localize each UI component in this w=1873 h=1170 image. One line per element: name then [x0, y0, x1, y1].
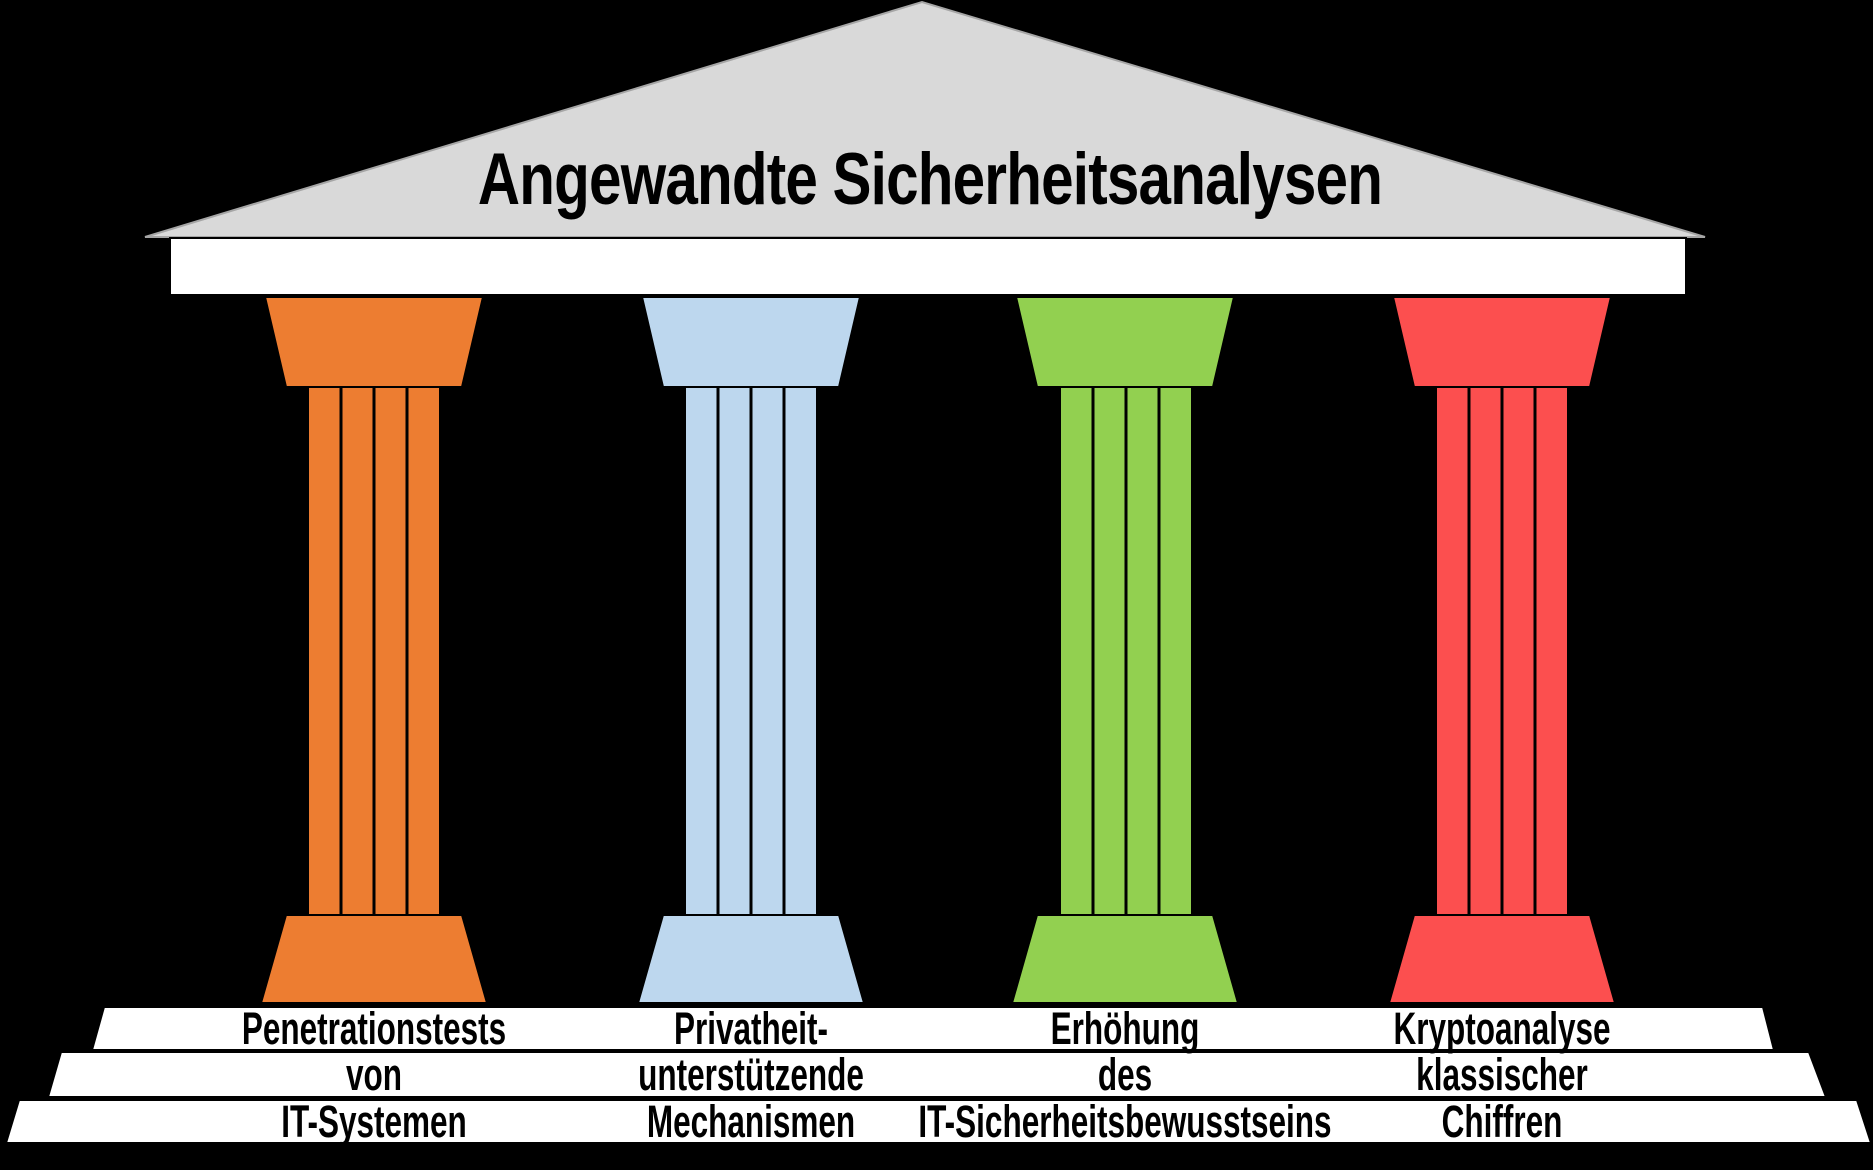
pillar-4-label-line-3: Chiffren	[1441, 1096, 1563, 1147]
pillar-1-label-line-2: von	[345, 1049, 402, 1100]
pillar-privacy-mechanisms	[636, 296, 866, 1004]
pillar-1-label-line-3: IT-Systemen	[281, 1096, 467, 1147]
step-top	[90, 1006, 1776, 1051]
pillar-3-base	[1010, 914, 1240, 1004]
pillar-2-label-line-2: unterstützende	[638, 1049, 864, 1100]
pillar-3-capital	[1014, 296, 1236, 388]
pillar-1-capital	[263, 296, 485, 388]
pillar-1-label-line-1: Penetrationstests	[241, 1003, 507, 1054]
pillar-1-base	[259, 914, 489, 1004]
step-middle	[46, 1051, 1828, 1098]
step-bottom	[4, 1099, 1873, 1144]
pillar-3-label-line-3: IT-Sicherheitsbewusstseins	[918, 1096, 1332, 1147]
pillar-cryptanalysis	[1387, 296, 1617, 1004]
pillar-4-label-line-1: Kryptoanalyse	[1393, 1003, 1611, 1054]
diagram-title: Angewandte Sicherheitsanalysen	[477, 139, 1383, 220]
entablature-beam	[169, 237, 1687, 296]
pillar-3-label-line-1: Erhöhung	[1050, 1003, 1200, 1054]
pillar-4-capital	[1391, 296, 1613, 388]
pillar-penetration-tests	[259, 296, 489, 1004]
pillar-4-label-line-2: klassischer	[1416, 1049, 1588, 1100]
pillar-3-label-line-2: des	[1097, 1049, 1153, 1100]
pillar-2-label-line-3: Mechanismen	[646, 1096, 856, 1147]
pillar-2-label-line-1: Privatheit-	[673, 1003, 829, 1054]
pillar-security-awareness	[1010, 296, 1240, 1004]
pillar-4-base	[1387, 914, 1617, 1004]
pillar-2-capital	[640, 296, 862, 388]
pillar-2-base	[636, 914, 866, 1004]
